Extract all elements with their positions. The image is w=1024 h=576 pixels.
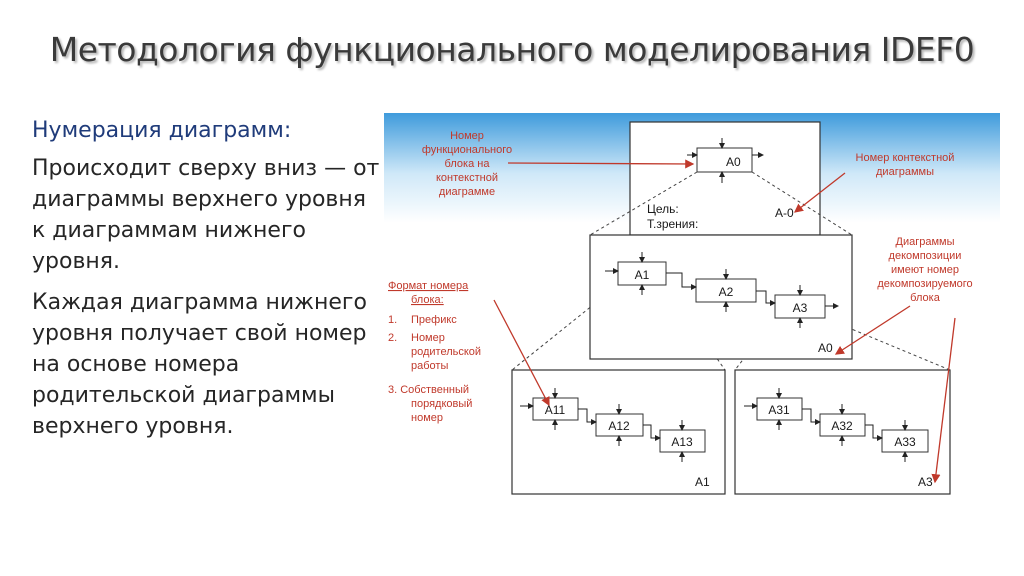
block-a31-label: A31 bbox=[768, 403, 790, 417]
block-a11-label: A11 bbox=[545, 403, 566, 417]
svg-text:Номер контекстной: Номер контекстной bbox=[856, 152, 955, 164]
a0-frame-label: A0 bbox=[818, 341, 833, 355]
note-decomposition: Диаграммы декомпозиции имеют номер деком… bbox=[877, 236, 972, 304]
block-a0-label: A0 bbox=[726, 155, 741, 169]
context-diagram-frame bbox=[629, 121, 821, 236]
block-a12-label: A12 bbox=[608, 419, 630, 433]
arrow-to-a3-label bbox=[931, 317, 956, 484]
note-context-number: Номер контекстной диаграммы bbox=[856, 152, 955, 178]
svg-text:имеют номер: имеют номер bbox=[891, 264, 959, 276]
svg-text:Формат номера: Формат номера bbox=[388, 280, 469, 292]
svg-text:3. Собственный: 3. Собственный bbox=[388, 384, 469, 396]
block-a33-label: A33 bbox=[894, 435, 916, 449]
svg-text:номер: номер bbox=[411, 412, 443, 424]
block-a0 bbox=[696, 147, 753, 173]
a1-frame-label: A1 bbox=[695, 475, 710, 489]
svg-text:1.: 1. bbox=[388, 314, 397, 326]
svg-text:Номер: Номер bbox=[450, 130, 484, 142]
svg-text:блока:: блока: bbox=[411, 294, 444, 306]
viewpoint-label: Т.зрения: bbox=[647, 217, 698, 231]
svg-text:работы: работы bbox=[411, 360, 448, 372]
block-a1-label: A1 bbox=[635, 268, 650, 282]
svg-text:декомпозируемого: декомпозируемого bbox=[877, 278, 972, 290]
context-number-label: A-0 bbox=[775, 206, 794, 220]
svg-text:родительской: родительской bbox=[411, 346, 481, 358]
arrow-to-context-number bbox=[793, 172, 846, 213]
svg-text:порядковый: порядковый bbox=[411, 398, 472, 410]
note-block-format: Формат номера блока: 1. Префикс 2. Номер… bbox=[388, 280, 481, 424]
svg-text:Префикс: Префикс bbox=[411, 314, 457, 326]
goal-label: Цель: bbox=[647, 202, 679, 216]
a3-frame-label: A3 bbox=[918, 475, 933, 489]
paragraph-1: Происходит сверху вниз — от диаграммы ве… bbox=[32, 156, 380, 274]
block-a13-label: A13 bbox=[671, 435, 693, 449]
svg-text:блока: блока bbox=[910, 292, 941, 304]
svg-text:декомпозиции: декомпозиции bbox=[889, 250, 962, 262]
svg-text:диаграмме: диаграмме bbox=[439, 186, 495, 198]
note-block-number: Номер функционального блока на контекстн… bbox=[422, 130, 512, 198]
svg-text:блока на: блока на bbox=[445, 158, 491, 170]
svg-text:контекстной: контекстной bbox=[436, 172, 498, 184]
arrow-to-a11 bbox=[493, 299, 550, 407]
svg-text:2.: 2. bbox=[388, 332, 397, 344]
block-a2-label: A2 bbox=[719, 285, 734, 299]
block-a32-label: A32 bbox=[831, 419, 853, 433]
svg-text:Номер: Номер bbox=[411, 332, 445, 344]
svg-text:Диаграммы: Диаграммы bbox=[896, 236, 955, 248]
subheading: Нумерация диаграмм: bbox=[32, 118, 292, 143]
paragraph-2: Каждая диаграмма нижнего уровня получает… bbox=[32, 290, 367, 439]
svg-text:функционального: функционального bbox=[422, 144, 512, 156]
text-panel: Нумерация диаграмм: Происходит сверху вн… bbox=[32, 118, 384, 452]
arrow-to-a0-label bbox=[834, 305, 911, 355]
slide-title: Методология функционального моделировани… bbox=[49, 30, 975, 69]
block-a3-label: A3 bbox=[793, 301, 808, 315]
svg-text:диаграммы: диаграммы bbox=[876, 166, 934, 178]
arrow-to-a0 bbox=[507, 159, 695, 169]
